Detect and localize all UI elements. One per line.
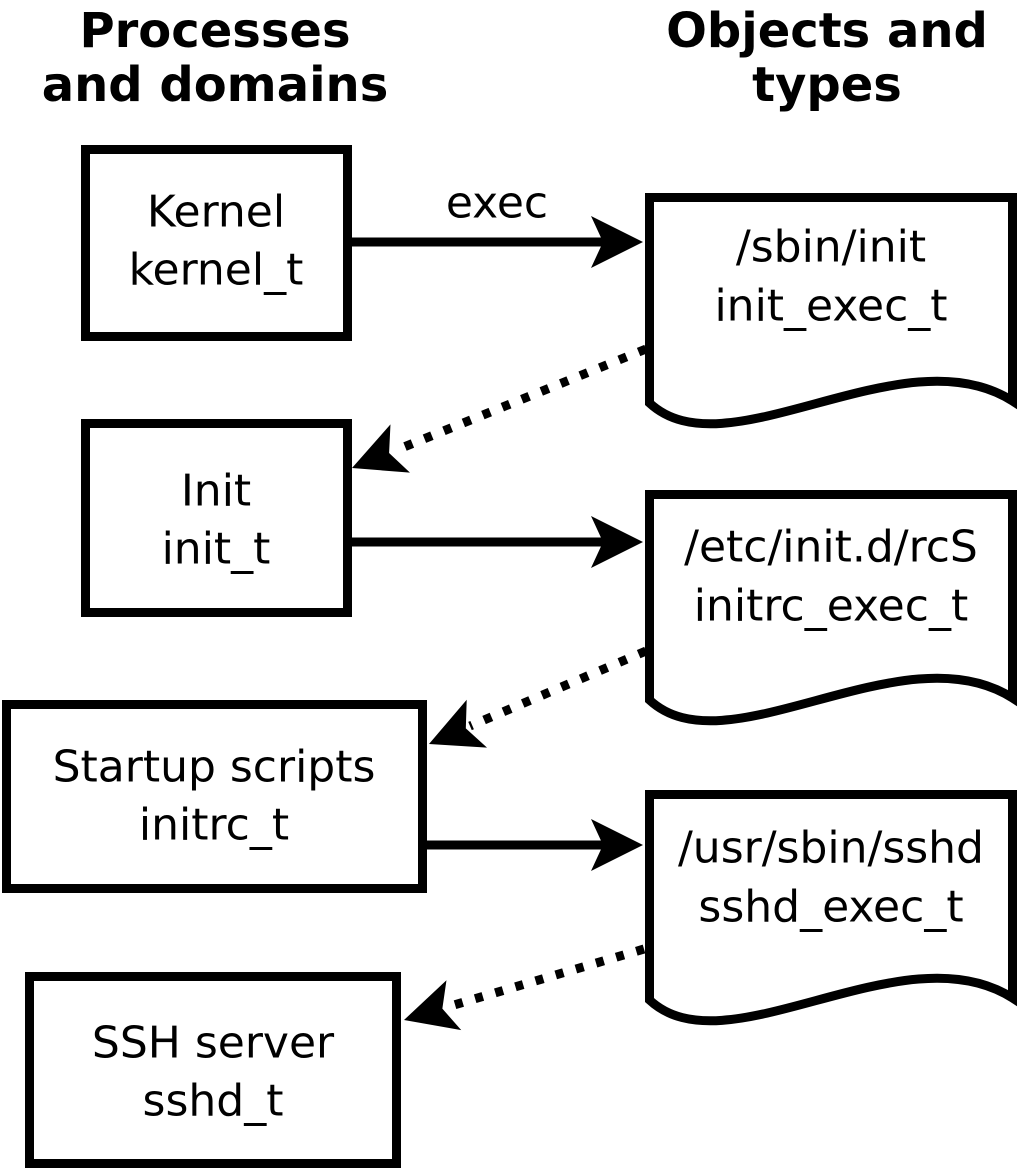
- header-processes-and-domains: Processes and domains: [42, 3, 389, 113]
- transition-arrow-sshd-exec-to-sshd: [404, 944, 646, 1031]
- object-path: /etc/init.d/rcS: [684, 522, 978, 573]
- object-type: initrc_exec_t: [694, 581, 968, 632]
- object-doc-etc-initd-rcS: /etc/init.d/rcS initrc_exec_t: [645, 490, 1017, 726]
- exec-arrow-kernel-to-sbin-init: exec: [352, 178, 643, 268]
- process-box-ssh-server: SSH server sshd_t: [25, 972, 401, 1168]
- transition-arrow-sbin-init-to-init: [352, 344, 648, 473]
- object-type: sshd_exec_t: [698, 882, 963, 933]
- process-domain: initrc_t: [139, 800, 289, 851]
- header-objects-and-types: Objects and types: [666, 3, 988, 113]
- exec-arrow-init-to-rcS: [352, 516, 643, 568]
- object-doc-usr-sbin-sshd: /usr/sbin/sshd sshd_exec_t: [645, 790, 1017, 1026]
- object-path: /usr/sbin/sshd: [678, 823, 984, 874]
- arrowhead-right-icon: [591, 819, 643, 871]
- arrowhead-right-icon: [591, 516, 643, 568]
- process-name: Kernel: [147, 187, 285, 238]
- document-shape: [645, 490, 1017, 726]
- transition-arrow-rcS-to-initrc: [429, 646, 648, 748]
- header-right-line1: Objects and: [666, 3, 988, 59]
- process-domain: init_t: [162, 524, 271, 575]
- arrowhead-left-icon: [404, 980, 462, 1031]
- arrowhead-left-icon: [429, 699, 488, 748]
- document-shape: [645, 193, 1017, 429]
- process-name: SSH server: [92, 1018, 335, 1069]
- exec-arrow-initrc-to-sshd: [427, 819, 643, 871]
- object-type: init_exec_t: [714, 281, 947, 332]
- document-shape: [645, 790, 1017, 1026]
- process-domain: sshd_t: [143, 1076, 284, 1127]
- object-doc-sbin-init: /sbin/init init_exec_t: [645, 193, 1017, 429]
- arrowhead-left-icon: [352, 424, 410, 473]
- exec-label: exec: [446, 178, 548, 229]
- process-name: Init: [181, 466, 251, 517]
- header-right-line2: types: [752, 57, 902, 113]
- process-box-init: Init init_t: [81, 419, 352, 617]
- process-box-kernel: Kernel kernel_t: [81, 145, 352, 341]
- header-left-line2: and domains: [42, 57, 389, 113]
- process-name: Startup scripts: [53, 742, 376, 793]
- process-domain: kernel_t: [129, 245, 304, 296]
- header-left-line1: Processes: [79, 3, 350, 59]
- process-box-startup-scripts: Startup scripts initrc_t: [2, 700, 427, 893]
- arrowhead-right-icon: [591, 216, 643, 268]
- object-path: /sbin/init: [736, 222, 926, 273]
